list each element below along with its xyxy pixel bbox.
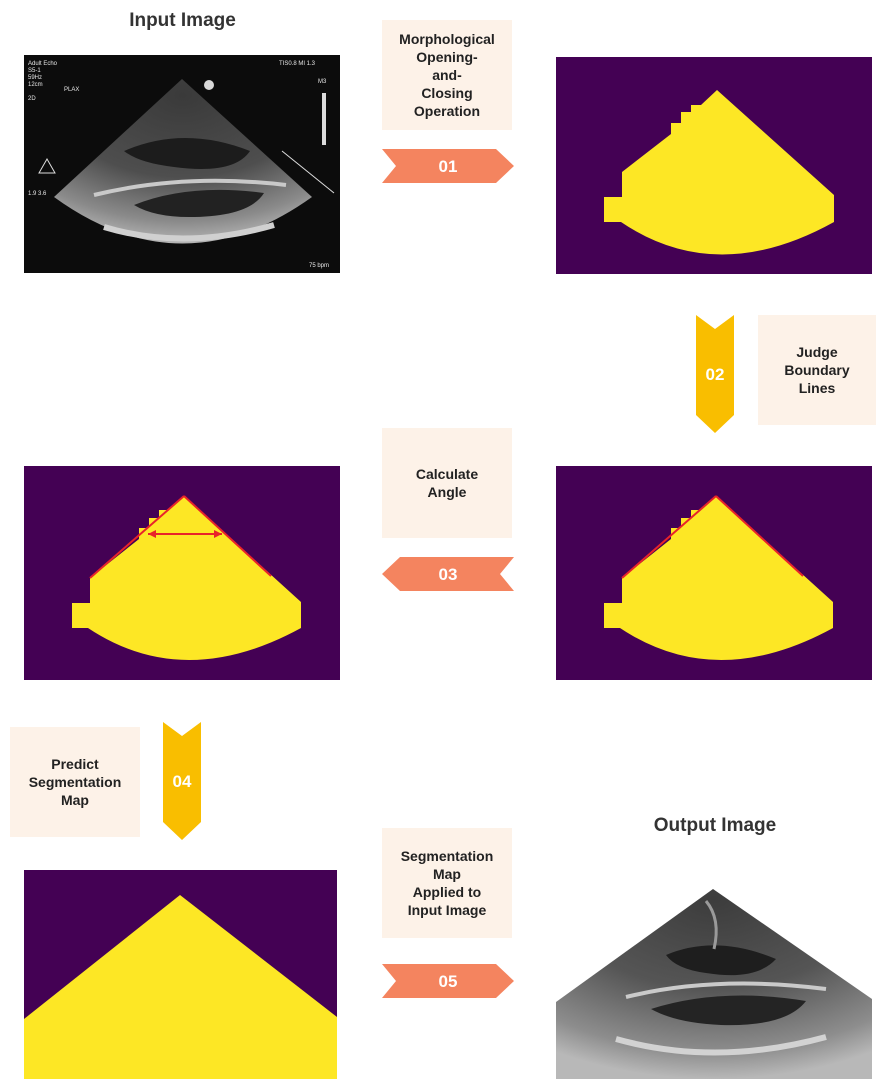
step-01-note: Morphological Opening- and- Closing Oper… <box>382 20 512 130</box>
echo-label-line-5: 2D <box>28 96 36 102</box>
echo-label-line-1: Adult Echo <box>28 61 58 67</box>
step-03-arrow: 03 <box>382 557 514 591</box>
step-01-label: Morphological Opening- and- Closing Oper… <box>399 30 495 120</box>
angle-calculation-image <box>24 466 340 680</box>
step-02-arrow: 02 <box>696 315 734 433</box>
echo-heart-rate: 75 bpm <box>309 263 329 269</box>
step-01-arrow: 01 <box>382 149 514 183</box>
step-04-arrow: 04 <box>163 722 201 840</box>
step-02-label: Judge Boundary Lines <box>784 343 849 397</box>
echo-bottom-readout: 1.9 3.6 <box>28 191 47 197</box>
step-03-number: 03 <box>439 565 458 584</box>
echo-label-line-2: S5-1 <box>28 68 41 74</box>
step-03-note: Calculate Angle <box>382 428 512 538</box>
output-masked-image <box>556 889 872 1079</box>
step-05-arrow: 05 <box>382 964 514 998</box>
segmentation-map-image <box>24 870 337 1079</box>
step-04-label: Predict Segmentation Map <box>29 755 122 809</box>
step-02-note: Judge Boundary Lines <box>758 315 876 425</box>
echo-scale-label: M3 <box>318 79 327 85</box>
boundary-lines-image <box>556 466 872 680</box>
output-image-heading: Output Image <box>600 815 830 837</box>
echo-label-line-4: 12cm <box>28 82 43 88</box>
echo-view-label: PLAX <box>64 87 79 93</box>
echo-power-readout: TIS0.8 MI 1.3 <box>279 61 316 67</box>
step-05-number: 05 <box>439 972 458 991</box>
step-01-number: 01 <box>439 157 458 176</box>
step-02-number: 02 <box>706 365 725 384</box>
morphology-mask-image <box>556 57 872 274</box>
step-04-number: 04 <box>173 772 192 791</box>
step-05-note: Segmentation Map Applied to Input Image <box>382 828 512 938</box>
echo-label-line-3: 59Hz <box>28 75 42 81</box>
input-ultrasound-image: Adult Echo S5-1 59Hz 12cm 2D PLAX TIS0.8… <box>24 55 340 273</box>
step-04-note: Predict Segmentation Map <box>10 727 140 837</box>
step-05-label: Segmentation Map Applied to Input Image <box>401 847 494 919</box>
input-image-heading: Input Image <box>70 10 295 32</box>
step-03-label: Calculate Angle <box>416 465 478 501</box>
